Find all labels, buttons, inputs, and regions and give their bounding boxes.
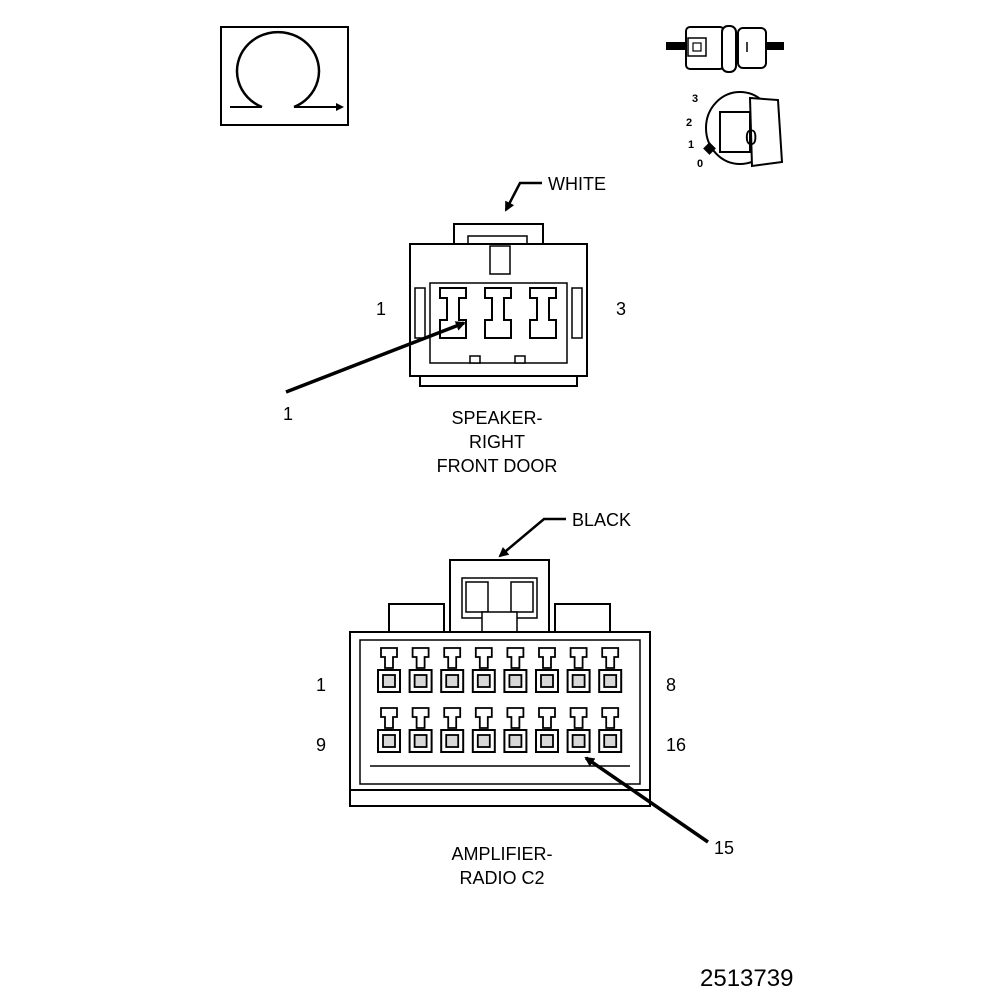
amplifier-callout-label: 15 [714, 838, 734, 858]
speaker-caption-line-1: SPEAKER- [451, 408, 542, 428]
speaker-caption-line-2: RIGHT [469, 432, 525, 452]
amplifier-connector-color: BLACK [572, 510, 631, 530]
amplifier-caption-line-2: RADIO C2 [459, 868, 544, 888]
amplifier-pin-cavity [440, 707, 465, 753]
connector-probe-icon [666, 25, 784, 73]
amplifier-pin-cavity [377, 647, 401, 693]
amplifier-pin-cavity [535, 647, 559, 693]
speaker-latch-nub [514, 355, 526, 364]
ignition-position-0: 0 [697, 158, 703, 170]
amplifier-pin-cavity [566, 647, 591, 693]
speaker-pin-first-label: 1 [376, 299, 386, 319]
amplifier-pin-cavity [471, 647, 496, 693]
speaker-pin-cavity [529, 287, 557, 339]
amplifier-pin-cavity [535, 707, 559, 753]
amplifier-row1-last-label: 8 [666, 675, 676, 695]
amplifier-pin-cavity [598, 647, 623, 693]
amplifier-row1-first-label: 1 [316, 675, 326, 695]
amplifier-pin-cavity [503, 707, 528, 753]
amplifier-pin-cavity [377, 707, 401, 753]
amplifier-row2-first-label: 9 [316, 735, 326, 755]
speaker-callout-label: 1 [283, 404, 293, 424]
ignition-key-label: 0 [745, 125, 757, 150]
speaker-latch-nub [469, 355, 481, 364]
figure-id: 2513739 [700, 965, 793, 992]
ignition-position-2: 2 [686, 117, 692, 129]
amplifier-caption-line-1: AMPLIFIER- [451, 844, 552, 864]
speaker-connector: WHITE 1 3 1 SPEAKER- RIGHT FRONT DOOR [283, 174, 626, 476]
amplifier-row2-last-label: 16 [666, 735, 686, 755]
ignition-key-icon: 3 2 1 0 0 [686, 91, 784, 170]
amplifier-pin-cavity [440, 647, 465, 693]
speaker-caption-line-3: FRONT DOOR [437, 456, 558, 476]
amplifier-pin-cavity [408, 647, 433, 693]
ignition-position-1: 1 [688, 139, 694, 151]
speaker-connector-color: WHITE [548, 174, 606, 194]
speaker-pin-last-label: 3 [616, 299, 626, 319]
ignition-position-3: 3 [692, 93, 698, 105]
ohmmeter-icon [220, 26, 349, 126]
speaker-pin-cavity [484, 287, 512, 339]
amplifier-pin-cavity [566, 707, 591, 753]
amplifier-connector: BLACK 1 8 9 16 15 AMPLIFIER- RADIO C2 [316, 510, 734, 888]
amplifier-pin-cavity [408, 707, 433, 753]
amplifier-pin-cavity [503, 647, 528, 693]
amplifier-pin-cavity [598, 707, 623, 753]
amplifier-pin-cavity [471, 707, 496, 753]
